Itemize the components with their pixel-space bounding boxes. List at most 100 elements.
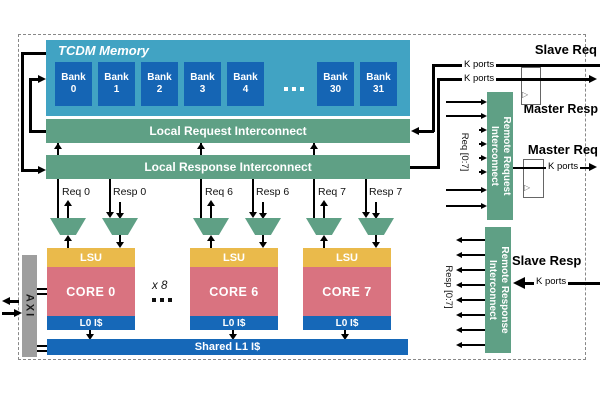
resp-label: Resp 6	[256, 186, 290, 198]
lsu-req-arrow	[320, 235, 328, 241]
lsu-resp-line	[262, 235, 264, 242]
register-clock-icon: ▷	[524, 183, 531, 192]
tcdm-to-response-line	[21, 52, 24, 172]
axi-in-line	[2, 312, 15, 315]
slave-req-line	[432, 64, 600, 67]
req-line	[57, 143, 59, 218]
remote-req-arrow	[64, 200, 72, 206]
resp-line	[109, 179, 111, 212]
resp-bus-arrow	[456, 296, 462, 303]
remote-resp-stub	[119, 202, 121, 213]
slave-req-label: Slave Req	[534, 42, 597, 57]
request-to-banks-line	[29, 78, 32, 133]
request-demux	[306, 218, 342, 235]
req-bus-arrow	[481, 126, 487, 133]
l0-icache: L0 I$	[47, 316, 135, 330]
response-mux	[102, 218, 138, 235]
request-demux	[50, 218, 86, 235]
register	[521, 67, 541, 105]
remote-req-arrow	[320, 200, 328, 206]
resp-bus-line	[462, 329, 485, 331]
remote-req-arrow	[207, 200, 215, 206]
remote-resp-arrow	[116, 213, 124, 219]
axi-in-arrow	[14, 309, 22, 317]
tile-boundary	[18, 34, 586, 360]
slave-resp-label: Slave Resp	[512, 253, 582, 268]
lsu-resp-arrow	[372, 242, 380, 248]
arrow-into-banks	[38, 75, 46, 83]
lsu-block: LSU	[303, 248, 391, 267]
k-ports-label: K ports	[462, 73, 497, 84]
lsu-resp-arrow	[259, 242, 267, 248]
remote-response-interconnect-label: Remote Response Interconnect	[487, 246, 511, 334]
axi-bar	[22, 255, 37, 357]
resp-bus-line	[462, 344, 485, 346]
k-ports-label: K ports	[546, 161, 581, 172]
req-bus-label: Req [0:7]	[459, 132, 471, 172]
remote-request-interconnect	[487, 92, 513, 220]
l0-to-l1-arrow	[229, 334, 237, 340]
axi-core-bus	[37, 293, 47, 295]
k-ports-label: K ports	[534, 276, 569, 287]
request-to-banks-line	[29, 78, 38, 81]
master-resp-line	[437, 78, 590, 81]
lsu-resp-line	[119, 235, 121, 242]
remote-resp-stub	[375, 202, 377, 213]
req-bus-arrow	[481, 154, 487, 161]
local-request-interconnect: Local Request Interconnect	[46, 119, 410, 143]
l0-icache: L0 I$	[190, 316, 278, 330]
lsu-req-line	[323, 241, 325, 248]
req-line	[200, 143, 202, 218]
l0-to-l1-arrow	[86, 334, 94, 340]
req-bus-line	[446, 205, 481, 207]
l0-to-l1-line	[232, 330, 234, 335]
req-bus-arrow	[481, 168, 487, 175]
remote-response-interconnect	[485, 227, 511, 353]
remote-req-stub	[323, 206, 325, 218]
req-bus-line	[479, 171, 481, 173]
req-bus-arrow	[481, 140, 487, 147]
lsu-resp-line	[375, 235, 377, 242]
resp-line	[252, 179, 254, 212]
master-req-arrow	[589, 163, 597, 171]
remote-resp-arrow	[372, 213, 380, 219]
arrow-into-response-interconnect	[38, 166, 46, 174]
resp-bus-label: Resp [0:7]	[443, 265, 455, 309]
remote-request-interconnect-label: Remote Request Interconnect	[489, 116, 513, 196]
remote-req-stub	[210, 206, 212, 218]
ellipsis-icon	[292, 87, 296, 91]
resp-bus-arrow	[456, 341, 462, 348]
slave-req-arrow	[411, 127, 419, 135]
resp-label: Resp 0	[113, 186, 147, 198]
l0-icache: L0 I$	[303, 316, 391, 330]
lsu-req-arrow	[207, 235, 215, 241]
request-demux	[193, 218, 229, 235]
register	[523, 159, 544, 198]
req-arrow-up	[54, 143, 62, 149]
resp-arrow-down	[362, 212, 370, 218]
axi-l1-bus	[37, 345, 47, 347]
remote-resp-stub	[262, 202, 264, 213]
l0-to-l1-line	[89, 330, 91, 335]
req-line	[313, 143, 315, 218]
register-clock-icon: ▷	[522, 90, 529, 99]
resp-bus-arrow	[456, 326, 462, 333]
req-label: Req 0	[62, 186, 91, 198]
lsu-req-arrow	[64, 235, 72, 241]
ellipsis-icon	[152, 298, 156, 302]
ellipsis-icon	[160, 298, 164, 302]
l0-to-l1-arrow	[341, 334, 349, 340]
req-bus-line	[479, 143, 481, 145]
resp-arrow-down	[106, 212, 114, 218]
master-resp-arrow	[589, 74, 597, 83]
tcdm-title: TCDM Memory	[58, 43, 150, 58]
resp-bus-line	[462, 269, 485, 271]
local-response-interconnect: Local Response Interconnect	[46, 155, 410, 179]
req-bus-line	[446, 189, 481, 191]
